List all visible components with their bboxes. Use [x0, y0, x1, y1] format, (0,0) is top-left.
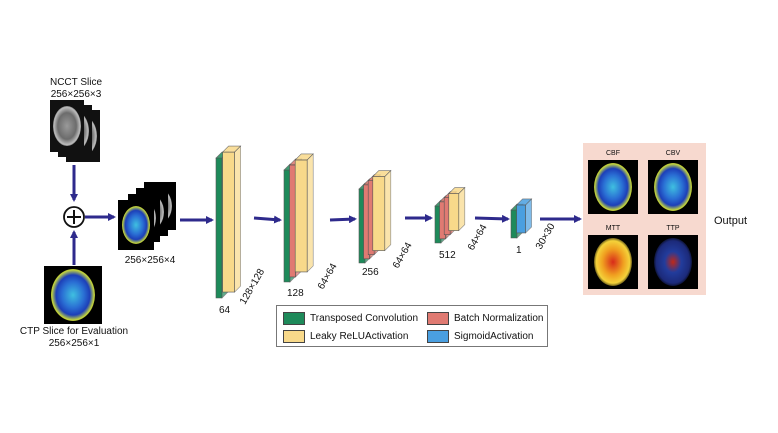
block5-channels: 1: [516, 245, 522, 256]
ncct-dims: 256×256×3: [50, 89, 102, 100]
legend-swatch-relu: [283, 329, 305, 343]
legend-label-bn: Batch Normalization: [454, 312, 544, 324]
legend-item-batch-norm: Batch Normalization: [427, 310, 543, 326]
legend-swatch-bn: [427, 311, 449, 325]
legend-label-conv: Transposed Convolution: [310, 312, 419, 324]
block4-layer4-relu: [448, 186, 466, 232]
legend-swatch-conv: [283, 311, 305, 325]
block3-layer4-relu: [372, 169, 392, 252]
concat-plus-icon: [63, 206, 85, 228]
legend-item-transposed-conv: Transposed Convolution: [283, 310, 418, 326]
legend-label-relu: Leaky ReLUActivation: [310, 330, 409, 342]
block5-layer2-sigmoid: [515, 198, 533, 234]
output-brain-maps: [588, 160, 698, 289]
legend: Transposed Convolution Batch Normalizati…: [276, 305, 548, 347]
ncct-title: NCCT Slice: [49, 77, 103, 88]
legend-swatch-sigmoid: [427, 329, 449, 343]
ncct-slice-stack: [50, 100, 100, 162]
concat-dims: 256×256×4: [124, 255, 176, 266]
block1-layer2-relu: [221, 145, 242, 293]
legend-item-sigmoid: SigmoidActivation: [427, 328, 533, 344]
output-label: Output: [714, 215, 748, 227]
map-caption-ttp: TTP: [666, 225, 680, 232]
ctp-dims: 256×256×1: [48, 338, 100, 349]
block2-layer3-relu: [294, 153, 314, 273]
arrow-block4-to-block5: [474, 214, 510, 223]
block4-channels: 512: [439, 250, 456, 261]
legend-label-sigmoid: SigmoidActivation: [454, 330, 534, 342]
layer-blocks: [215, 145, 533, 299]
map-caption-cbv: CBV: [665, 150, 681, 157]
arrow-block2-to-block3: [329, 215, 357, 224]
block1-channels: 64: [219, 305, 231, 316]
concat-slice-stack: [118, 182, 176, 250]
map-caption-cbf: CBF: [606, 150, 620, 157]
legend-item-leaky-relu: Leaky ReLUActivation: [283, 328, 408, 344]
arrow-block1-to-block2: [253, 215, 282, 224]
block2-channels: 128: [287, 288, 304, 299]
block3-channels: 256: [362, 267, 379, 278]
map-caption-mtt: MTT: [605, 225, 621, 232]
ctp-title: CTP Slice for Evaluation: [19, 326, 129, 337]
ctp-slice-image: [44, 266, 102, 324]
